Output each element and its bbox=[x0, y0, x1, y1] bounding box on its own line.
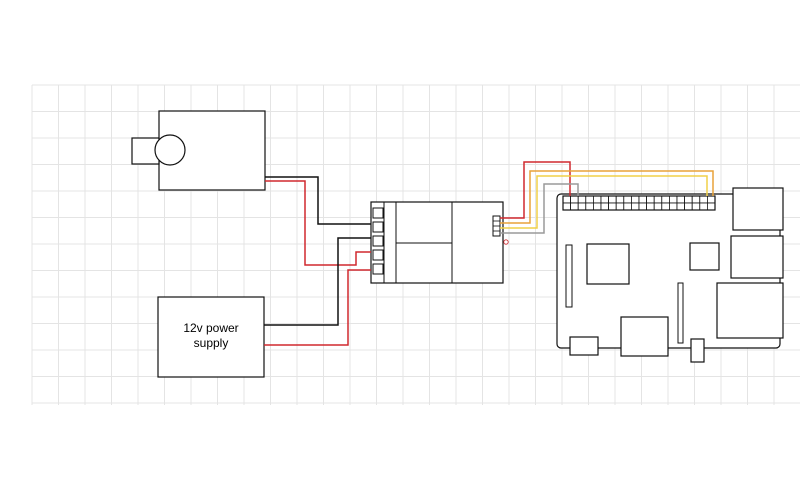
relay-led bbox=[503, 239, 509, 245]
gpio-pin bbox=[661, 195, 670, 204]
gpio-pin bbox=[707, 195, 716, 204]
gpio-pin bbox=[699, 195, 708, 204]
pi-usb-chip bbox=[689, 242, 720, 271]
pi-audio-jack bbox=[690, 338, 705, 363]
raspberry-pi bbox=[556, 187, 784, 363]
gpio-pin bbox=[600, 195, 609, 204]
gpio-pin bbox=[653, 195, 663, 204]
wire-pi-grey bbox=[500, 183, 579, 234]
wire-motor-black bbox=[265, 176, 371, 225]
gpio-pin bbox=[593, 195, 602, 204]
motor-device bbox=[131, 110, 266, 191]
gpio-header bbox=[562, 195, 716, 211]
wire-pi-red bbox=[500, 161, 571, 219]
pi-power-port bbox=[569, 336, 599, 356]
wire-pi-orange bbox=[500, 170, 714, 224]
gpio-pin bbox=[608, 202, 617, 211]
gpio-pin bbox=[638, 195, 647, 204]
gpio-pin bbox=[691, 195, 701, 204]
gpio-pin bbox=[691, 202, 701, 211]
relay-terminal bbox=[372, 263, 384, 275]
motor-shaft bbox=[131, 137, 160, 165]
gpio-header-outline bbox=[562, 195, 716, 211]
pi-usb-port-top bbox=[732, 187, 784, 231]
gpio-pin bbox=[600, 202, 609, 211]
gpio-pin bbox=[638, 202, 647, 211]
pi-display-connector bbox=[565, 244, 573, 308]
relay-terminal bbox=[372, 207, 384, 219]
gpio-pin bbox=[699, 202, 708, 211]
gpio-pin bbox=[646, 202, 655, 211]
power-supply-box bbox=[157, 296, 265, 378]
pi-ethernet-port bbox=[716, 282, 784, 339]
gpio-pin bbox=[585, 195, 594, 204]
relay-terminal bbox=[372, 221, 384, 233]
gpio-pin bbox=[615, 202, 625, 211]
gpio-pin bbox=[623, 202, 632, 211]
pi-soc-chip bbox=[586, 243, 630, 285]
gpio-pin bbox=[623, 195, 632, 204]
motor-wheel bbox=[154, 134, 186, 166]
power-supply-label-line1: 12v power bbox=[183, 321, 238, 335]
gpio-pin bbox=[577, 195, 587, 204]
gpio-pin bbox=[676, 202, 685, 211]
gpio-pin bbox=[608, 195, 617, 204]
gpio-pin bbox=[585, 202, 594, 211]
wire-pi-yellow bbox=[500, 175, 708, 229]
wire-ps-red bbox=[264, 269, 371, 346]
pi-usb-port-middle bbox=[730, 235, 784, 279]
gpio-pin bbox=[653, 202, 663, 211]
gpio-pin bbox=[615, 195, 625, 204]
gpio-pin bbox=[577, 202, 587, 211]
gpio-pin bbox=[661, 202, 670, 211]
relay-terminal bbox=[372, 249, 384, 261]
pi-hdmi-port bbox=[620, 316, 669, 357]
gpio-pin bbox=[684, 202, 693, 211]
power-supply-label-line2: supply bbox=[194, 336, 229, 350]
gpio-pin bbox=[562, 195, 571, 204]
wires bbox=[264, 161, 714, 346]
relay-terminal bbox=[372, 235, 384, 247]
gpio-pin bbox=[669, 195, 678, 204]
gpio-pin bbox=[669, 202, 678, 211]
gpio-pin bbox=[631, 195, 640, 204]
gpio-pin bbox=[707, 202, 716, 211]
gpio-pin bbox=[631, 202, 640, 211]
motor-body bbox=[158, 110, 266, 191]
gpio-pin bbox=[562, 202, 571, 211]
gpio-pin bbox=[676, 195, 685, 204]
gpio-pin bbox=[646, 195, 655, 204]
gpio-pin bbox=[570, 202, 579, 211]
wire-motor-red bbox=[265, 180, 371, 266]
relay-module bbox=[370, 201, 509, 284]
gpio-pin bbox=[684, 195, 693, 204]
power-supply: 12v power supply bbox=[157, 296, 265, 378]
gpio-pin bbox=[570, 195, 579, 204]
pi-camera-connector bbox=[677, 282, 684, 344]
gpio-pin bbox=[593, 202, 602, 211]
wire-ps-black bbox=[264, 237, 371, 326]
